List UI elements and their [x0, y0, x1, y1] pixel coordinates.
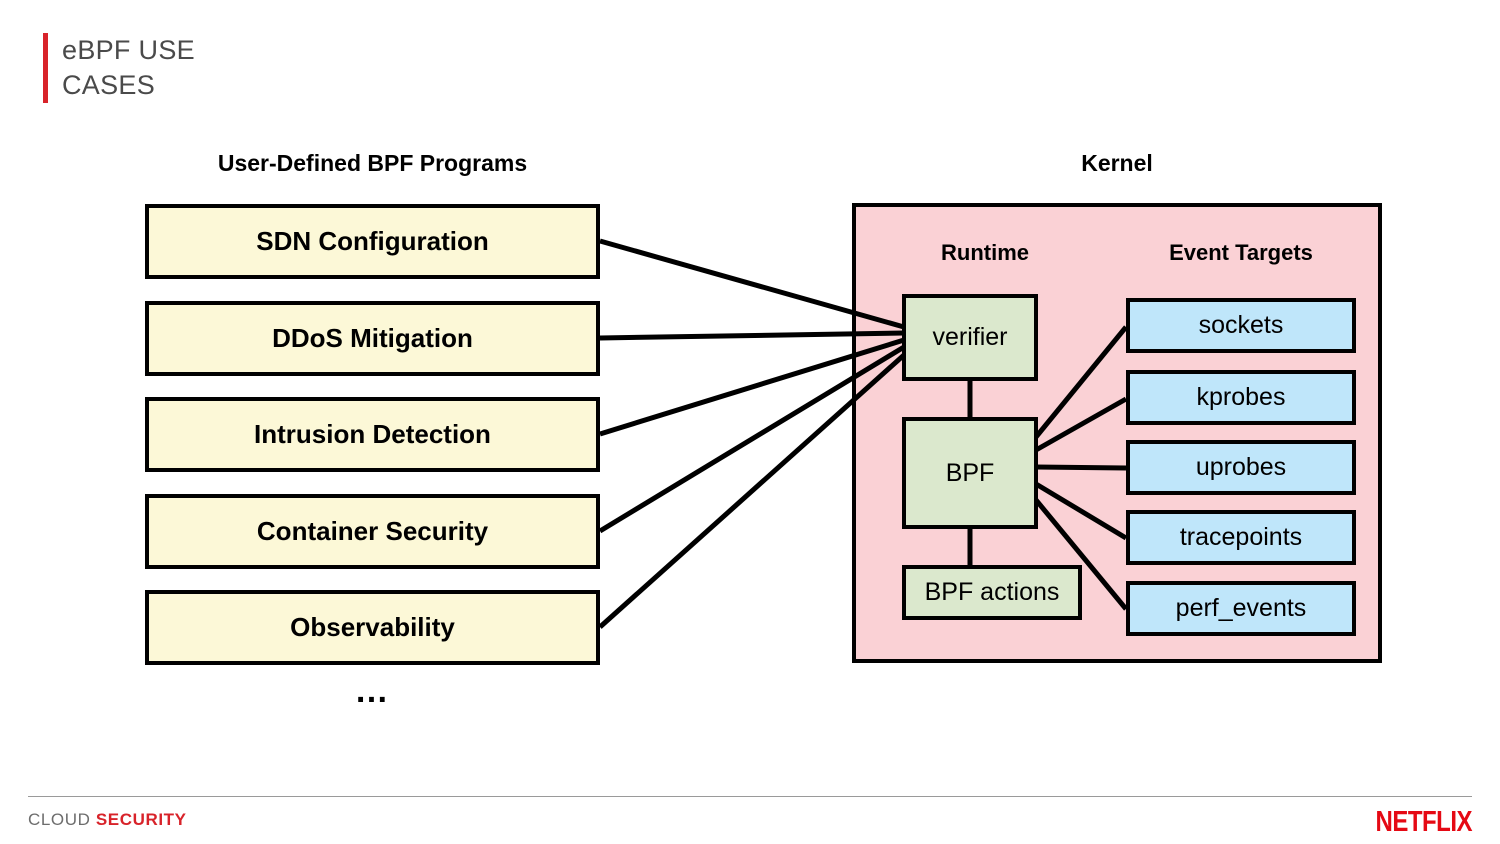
- program-box-observability[interactable]: Observability: [145, 590, 600, 665]
- event-target-box-sockets[interactable]: sockets: [1126, 298, 1356, 353]
- program-label: Observability: [290, 612, 455, 642]
- page-title: eBPF USE CASES: [62, 35, 195, 100]
- program-box-sdn-configuration[interactable]: SDN Configuration: [145, 204, 600, 279]
- slide-title-block: eBPF USE CASES: [43, 33, 195, 103]
- runtime-label: BPF actions: [924, 578, 1060, 606]
- program-label: Intrusion Detection: [254, 419, 491, 449]
- title-accent-bar: [43, 33, 48, 103]
- event-target-label: sockets: [1198, 311, 1284, 339]
- runtime-label: verifier: [932, 323, 1008, 351]
- footer-label: CLOUD SECURITY: [28, 810, 187, 830]
- program-label: Container Security: [256, 516, 489, 546]
- left-column-heading: User-Defined BPF Programs: [217, 150, 528, 176]
- event-target-box-kprobes[interactable]: kprobes: [1126, 370, 1356, 425]
- program-box-intrusion-detection[interactable]: Intrusion Detection: [145, 397, 600, 472]
- event-target-box-tracepoints[interactable]: tracepoints: [1126, 510, 1356, 565]
- event-target-box-perf-events[interactable]: perf_events: [1126, 581, 1356, 636]
- right-column-heading: Kernel: [1081, 150, 1153, 176]
- footer-label-cloud: CLOUD: [28, 810, 91, 829]
- program-label: SDN Configuration: [256, 226, 489, 256]
- event-target-box-uprobes[interactable]: uprobes: [1126, 440, 1356, 495]
- footer-divider: [28, 796, 1472, 797]
- event-target-label: tracepoints: [1179, 523, 1303, 551]
- runtime-box-bpf-actions[interactable]: BPF actions: [902, 565, 1082, 620]
- runtime-label: BPF: [945, 458, 995, 487]
- event-targets-heading: Event Targets: [1169, 240, 1313, 265]
- event-target-label: perf_events: [1175, 594, 1307, 622]
- event-target-label: kprobes: [1196, 383, 1286, 411]
- netflix-logo: NETFLIX: [1375, 806, 1473, 838]
- runtime-box-verifier[interactable]: verifier: [902, 294, 1038, 381]
- event-target-label: uprobes: [1195, 453, 1287, 481]
- footer-label-security: SECURITY: [95, 810, 187, 829]
- program-box-ddos-mitigation[interactable]: DDoS Mitigation: [145, 301, 600, 376]
- runtime-heading: Runtime: [941, 240, 1029, 265]
- runtime-box-bpf[interactable]: BPF: [902, 417, 1038, 529]
- programs-ellipsis: …: [354, 672, 391, 710]
- program-label: DDoS Mitigation: [272, 323, 473, 353]
- program-box-container-security[interactable]: Container Security: [145, 494, 600, 569]
